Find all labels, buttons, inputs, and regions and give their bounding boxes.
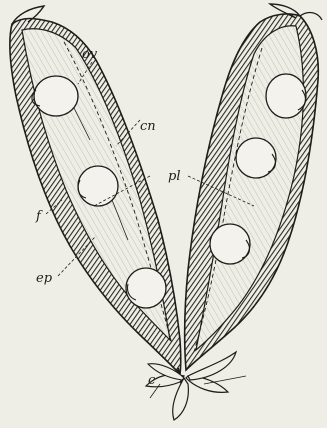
seed — [236, 138, 276, 178]
right-pod-valve — [185, 4, 322, 370]
label-cn: cn — [140, 119, 156, 134]
label-ep: ep — [36, 271, 53, 286]
calyx-and-stalk — [146, 352, 246, 420]
label-ov: ov — [82, 47, 98, 62]
seed — [34, 76, 78, 116]
seed — [210, 224, 250, 264]
seed — [126, 268, 166, 308]
seed — [266, 74, 306, 118]
label-f: f — [35, 209, 43, 224]
label-pl: pl — [168, 169, 180, 184]
label-c: c — [148, 373, 156, 388]
